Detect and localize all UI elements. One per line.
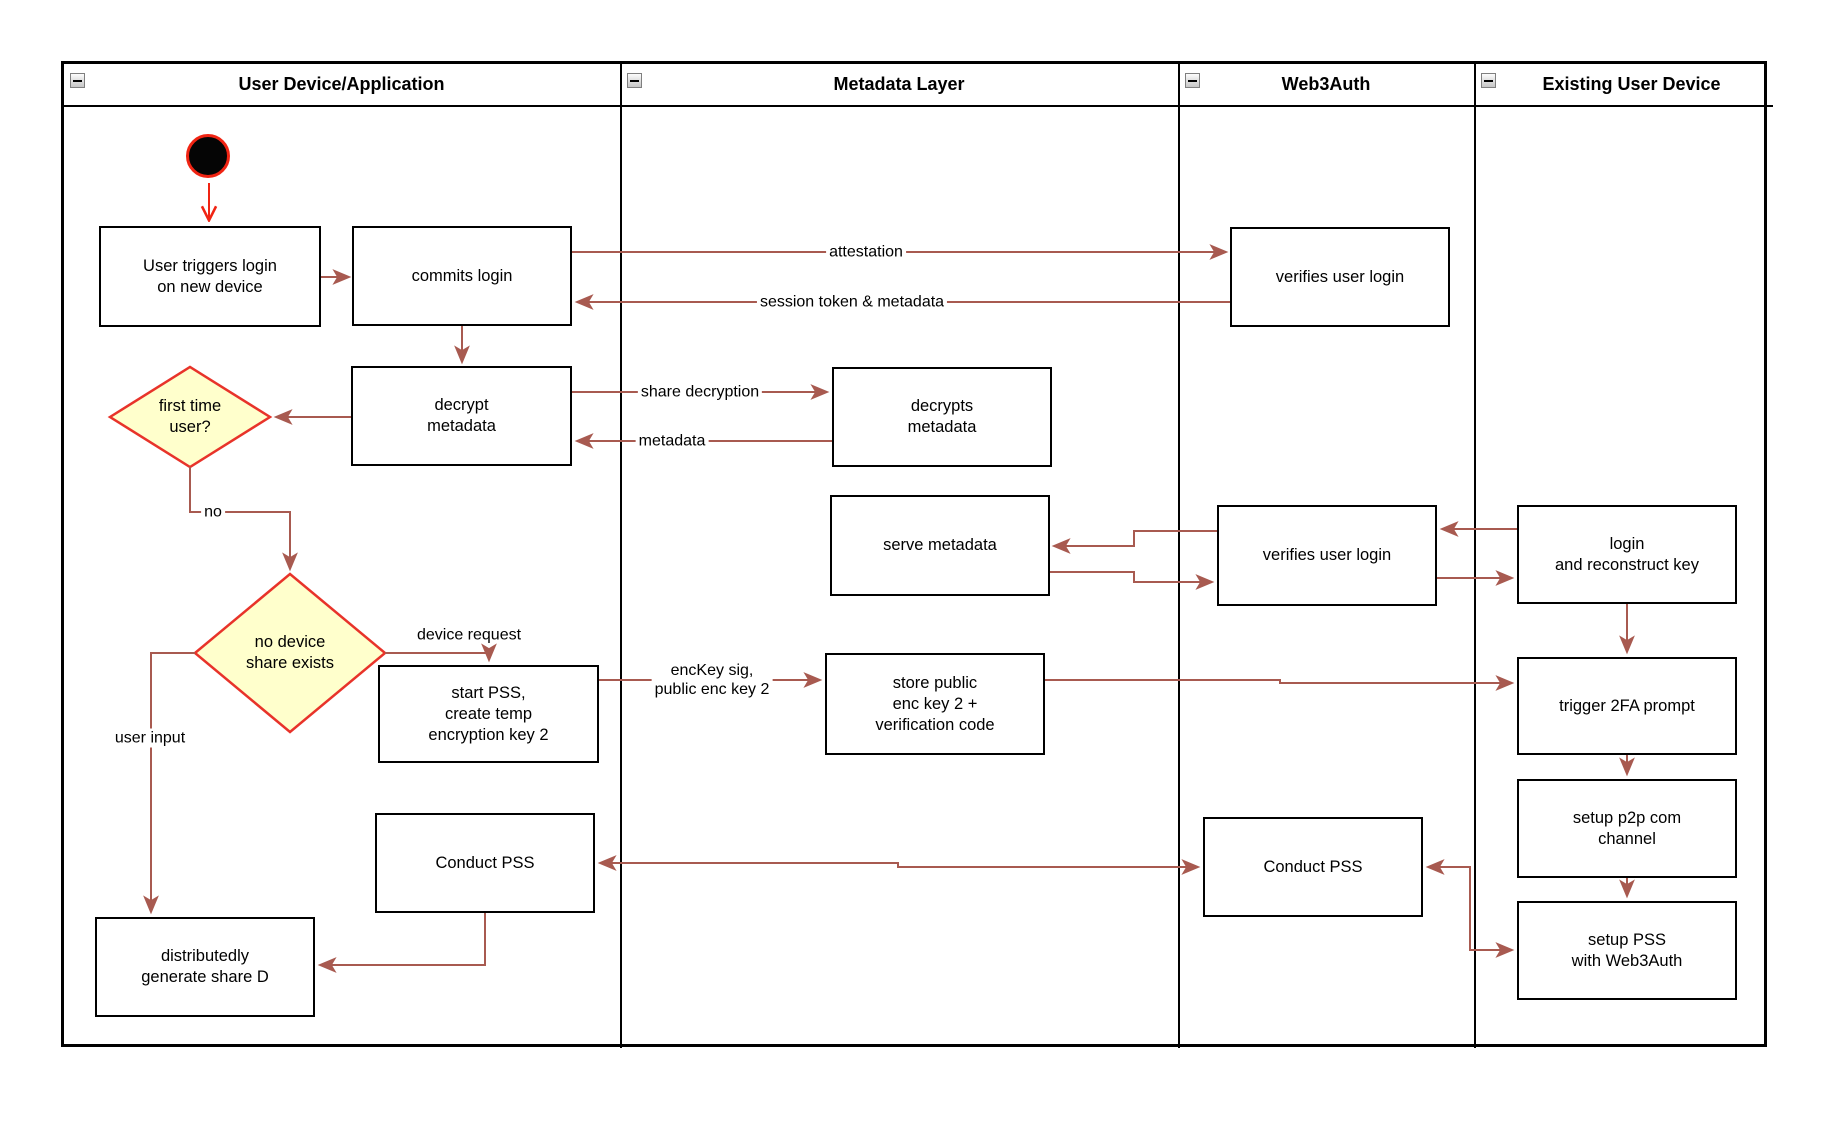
node-commits-login[interactable]: commits login <box>352 226 572 326</box>
edge-label-share-decryption: share decryption <box>637 382 763 402</box>
lane-header-divider <box>61 105 1773 107</box>
node-conduct-pss-web3[interactable]: Conduct PSS <box>1203 817 1423 917</box>
lane-divider <box>1178 63 1180 1048</box>
collapse-lane-icon[interactable] <box>70 73 85 88</box>
node-trigger-2fa[interactable]: trigger 2FA prompt <box>1517 657 1737 755</box>
lane-header-web3auth[interactable]: Web3Auth <box>1178 63 1474 105</box>
edge-label-session-token: session token & metadata <box>756 292 948 312</box>
node-setup-pss[interactable]: setup PSS with Web3Auth <box>1517 901 1737 1000</box>
node-store-public-key[interactable]: store public enc key 2 + verification co… <box>825 653 1045 755</box>
node-setup-p2p[interactable]: setup p2p com channel <box>1517 779 1737 878</box>
edge-label-device-request: device request <box>416 626 522 644</box>
lane-title: User Device/Application <box>238 73 445 94</box>
node-login-reconstruct[interactable]: login and reconstruct key <box>1517 505 1737 604</box>
node-conduct-pss-user[interactable]: Conduct PSS <box>375 813 595 913</box>
collapse-lane-icon[interactable] <box>1185 73 1200 88</box>
decision-no-device-share-label: no device share exists <box>245 633 335 672</box>
minus-icon <box>73 79 82 82</box>
node-user-triggers[interactable]: User triggers login on new device <box>99 226 321 327</box>
edge-label-enckey: encKey sig, public enc key 2 <box>651 661 773 699</box>
collapse-lane-icon[interactable] <box>1481 73 1496 88</box>
lane-title: Metadata Layer <box>833 73 965 94</box>
lane-header-existing-device[interactable]: Existing User Device <box>1474 63 1771 105</box>
node-start-pss[interactable]: start PSS, create temp encryption key 2 <box>378 665 599 763</box>
collapse-lane-icon[interactable] <box>627 73 642 88</box>
node-verifies-login-top[interactable]: verifies user login <box>1230 227 1450 327</box>
node-decrypts-metadata[interactable]: decrypts metadata <box>832 367 1052 467</box>
edge-label-attestation: attestation <box>826 242 906 262</box>
lane-header-user-device[interactable]: User Device/Application <box>63 63 620 105</box>
node-distributed-share[interactable]: distributedly generate share D <box>95 917 315 1017</box>
minus-icon <box>1484 79 1493 82</box>
node-serve-metadata[interactable]: serve metadata <box>830 495 1050 596</box>
node-verifies-login-mid[interactable]: verifies user login <box>1217 505 1437 606</box>
lane-divider <box>1474 63 1476 1048</box>
minus-icon <box>1188 79 1197 82</box>
start-node[interactable] <box>186 134 230 178</box>
edge-label-no: no <box>201 502 225 522</box>
minus-icon <box>630 79 639 82</box>
lane-title: Web3Auth <box>1281 73 1371 94</box>
lane-header-metadata-layer[interactable]: Metadata Layer <box>620 63 1178 105</box>
lane-divider <box>620 63 622 1048</box>
lane-title: Existing User Device <box>1542 73 1721 94</box>
edge-label-user-input: user input <box>111 728 189 748</box>
decision-first-time-user-label: first time user? <box>158 397 222 436</box>
node-decrypt-metadata[interactable]: decrypt metadata <box>351 366 572 466</box>
edge-label-metadata: metadata <box>635 431 709 451</box>
